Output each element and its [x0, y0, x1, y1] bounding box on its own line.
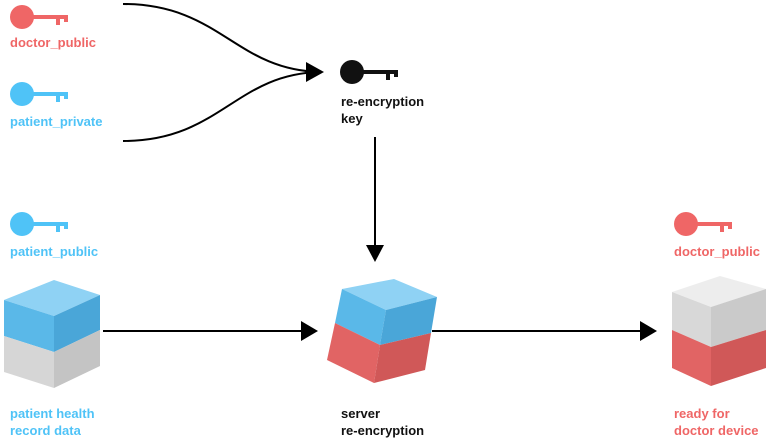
key-icon [10, 5, 68, 29]
server-label: server re-encryption [341, 405, 424, 439]
cube-icon [672, 276, 766, 386]
arrowhead-to-rekey [306, 62, 324, 82]
server-label-line1: server [341, 406, 381, 421]
server-label-line2: re-encryption [341, 423, 425, 438]
reencryption-key-label-line1: re-encryption [341, 94, 425, 109]
patient-public-label: patient_public [10, 244, 99, 259]
reencryption-key-label: re-encryption key [341, 93, 424, 127]
cube-icon [327, 279, 437, 383]
doctor-public-label: doctor_public [10, 35, 96, 50]
key-icon [10, 82, 68, 106]
patient-data-label: patient health record data [10, 405, 95, 439]
arrowhead-to-doctor [640, 321, 657, 341]
reencryption-key-label-line2: key [341, 111, 363, 126]
doctor-device-label: ready for doctor device [674, 405, 759, 439]
doctor-device-label-line2: doctor device [674, 423, 759, 438]
curve-doctor-to-rekey [122, 3, 321, 73]
doctor-public-right-label: doctor_public [674, 244, 760, 259]
doctor-device-label-line1: ready for [674, 406, 730, 421]
key-icon [340, 60, 398, 84]
arrowhead-to-server [301, 321, 318, 341]
cube-icon [4, 280, 100, 388]
key-icon [10, 212, 68, 236]
arrowhead-down-server [366, 245, 384, 262]
patient-private-label: patient_private [10, 114, 103, 129]
patient-data-label-line2: record data [10, 423, 81, 438]
key-icon [674, 212, 732, 236]
curve-patient-to-rekey [122, 71, 321, 142]
patient-data-label-line1: patient health [10, 406, 95, 421]
